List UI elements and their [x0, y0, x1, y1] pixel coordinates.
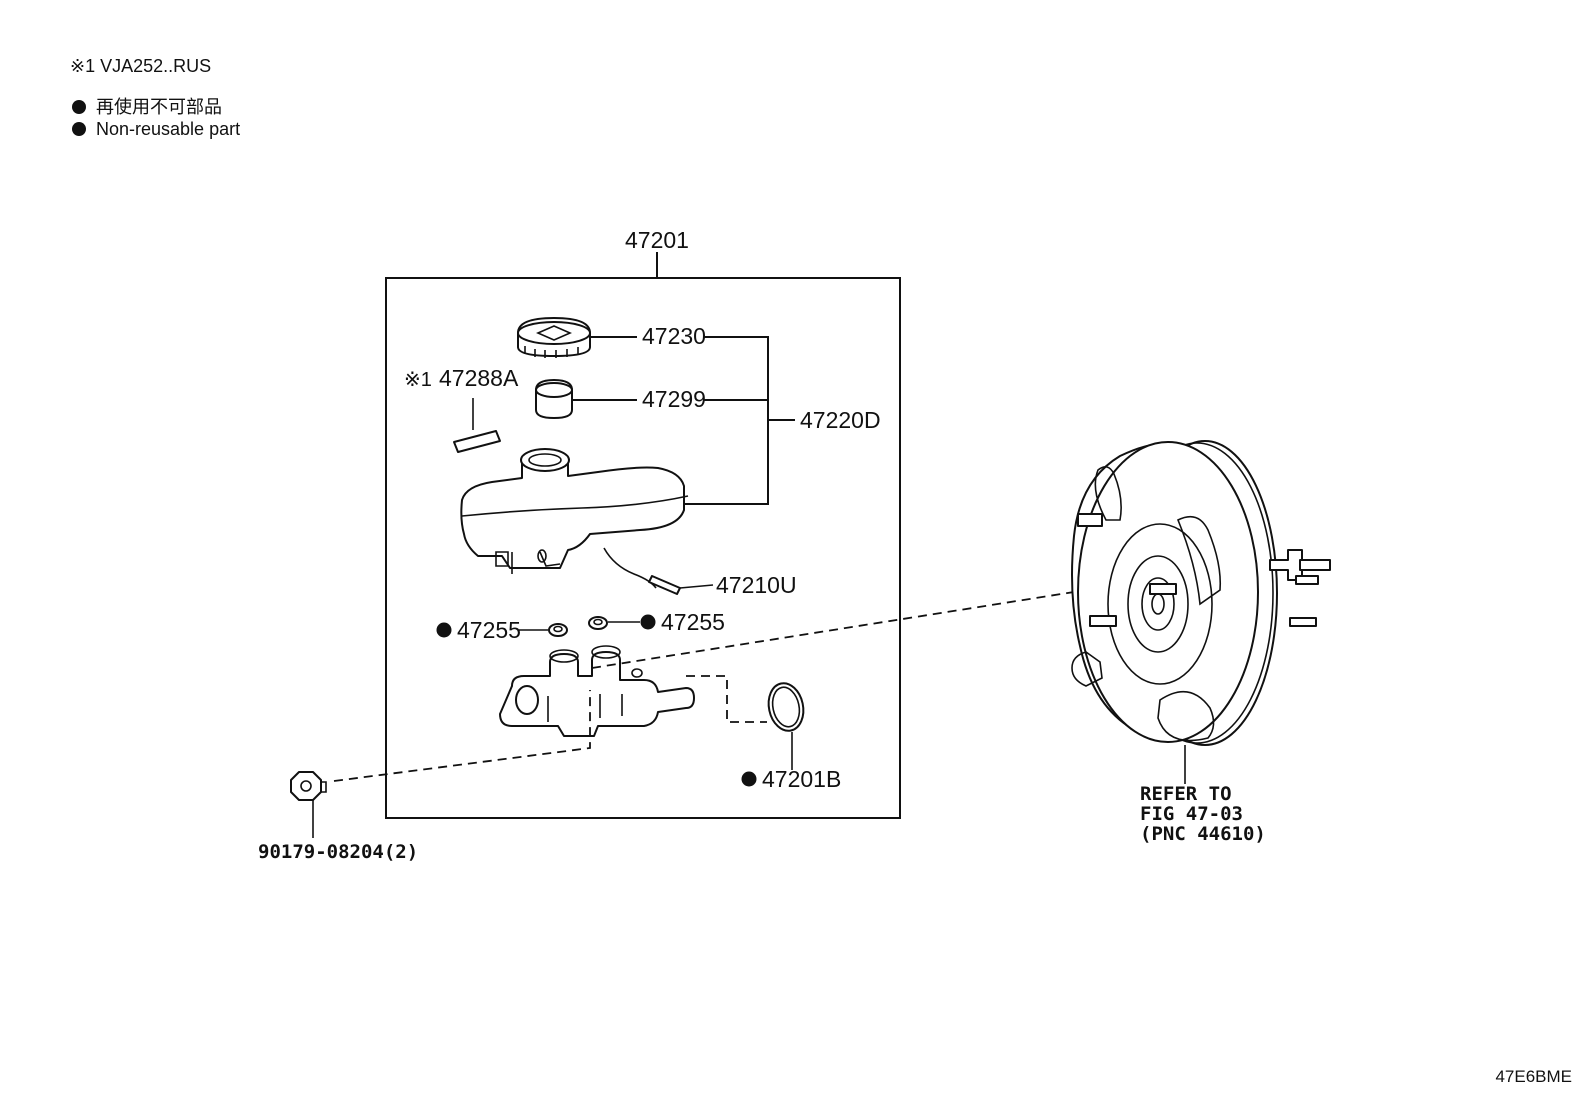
flange-nut-icon[interactable] — [290, 771, 327, 801]
reservoir-cap-icon[interactable] — [517, 317, 591, 358]
part-label-47299[interactable]: 47299 — [642, 386, 706, 412]
legend-ja: 再使用不可部品 — [72, 93, 222, 119]
part-label-47230[interactable]: 47230 — [642, 323, 706, 349]
part-label-47255-left[interactable]: 47255 — [457, 617, 521, 643]
variant-text: VJA252..RUS — [100, 56, 212, 76]
label-marker: ※1 — [404, 369, 432, 391]
booster-guide — [591, 579, 1151, 669]
strainer-icon[interactable] — [535, 379, 573, 419]
caution-label-icon[interactable] — [453, 430, 501, 453]
variant-marker: ※1 — [70, 56, 96, 76]
non-reusable-dot-icon — [640, 614, 656, 630]
part-label-47288A[interactable]: 47288A — [439, 365, 519, 391]
part-label-47220D[interactable]: 47220D — [800, 407, 881, 433]
legend-en-text: Non-reusable part — [96, 119, 241, 139]
part-label-47201B[interactable]: 47201B — [762, 766, 841, 792]
part-label-47210U[interactable]: 47210U — [716, 572, 797, 598]
assembly-frame — [385, 277, 901, 819]
reservoir-tank-icon[interactable] — [460, 448, 689, 574]
nut-guide — [333, 690, 591, 782]
non-reusable-dot-icon — [436, 622, 452, 638]
grommet-right-icon[interactable] — [588, 616, 608, 630]
brake-booster-icon[interactable] — [1071, 440, 1331, 746]
part-label-nut[interactable]: 90179-08204(2) — [258, 841, 418, 863]
legend-ja-text: 再使用不可部品 — [96, 97, 222, 117]
refer-line-2: FIG 47-03 — [1140, 803, 1243, 825]
pin-icon[interactable] — [648, 575, 681, 595]
bracket-47220D — [683, 336, 769, 505]
leader-47210U — [679, 584, 714, 589]
non-reusable-dot-icon — [72, 122, 86, 136]
o-ring-icon[interactable] — [764, 680, 807, 734]
o-ring-guide — [686, 675, 767, 723]
part-label-47201[interactable]: 47201 — [625, 227, 689, 253]
variant-note: ※1 VJA252..RUS — [70, 56, 211, 77]
non-reusable-dot-icon — [72, 100, 86, 114]
part-label-47255-right[interactable]: 47255 — [661, 609, 725, 635]
refer-line-1: REFER TO — [1140, 783, 1232, 805]
master-cylinder-icon[interactable] — [499, 645, 695, 737]
non-reusable-dot-icon — [741, 771, 757, 787]
refer-line-3: (PNC 44610) — [1140, 823, 1266, 845]
document-id: 47E6BME — [1495, 1067, 1572, 1086]
grommet-left-icon[interactable] — [548, 623, 568, 637]
legend-en: Non-reusable part — [72, 119, 240, 140]
